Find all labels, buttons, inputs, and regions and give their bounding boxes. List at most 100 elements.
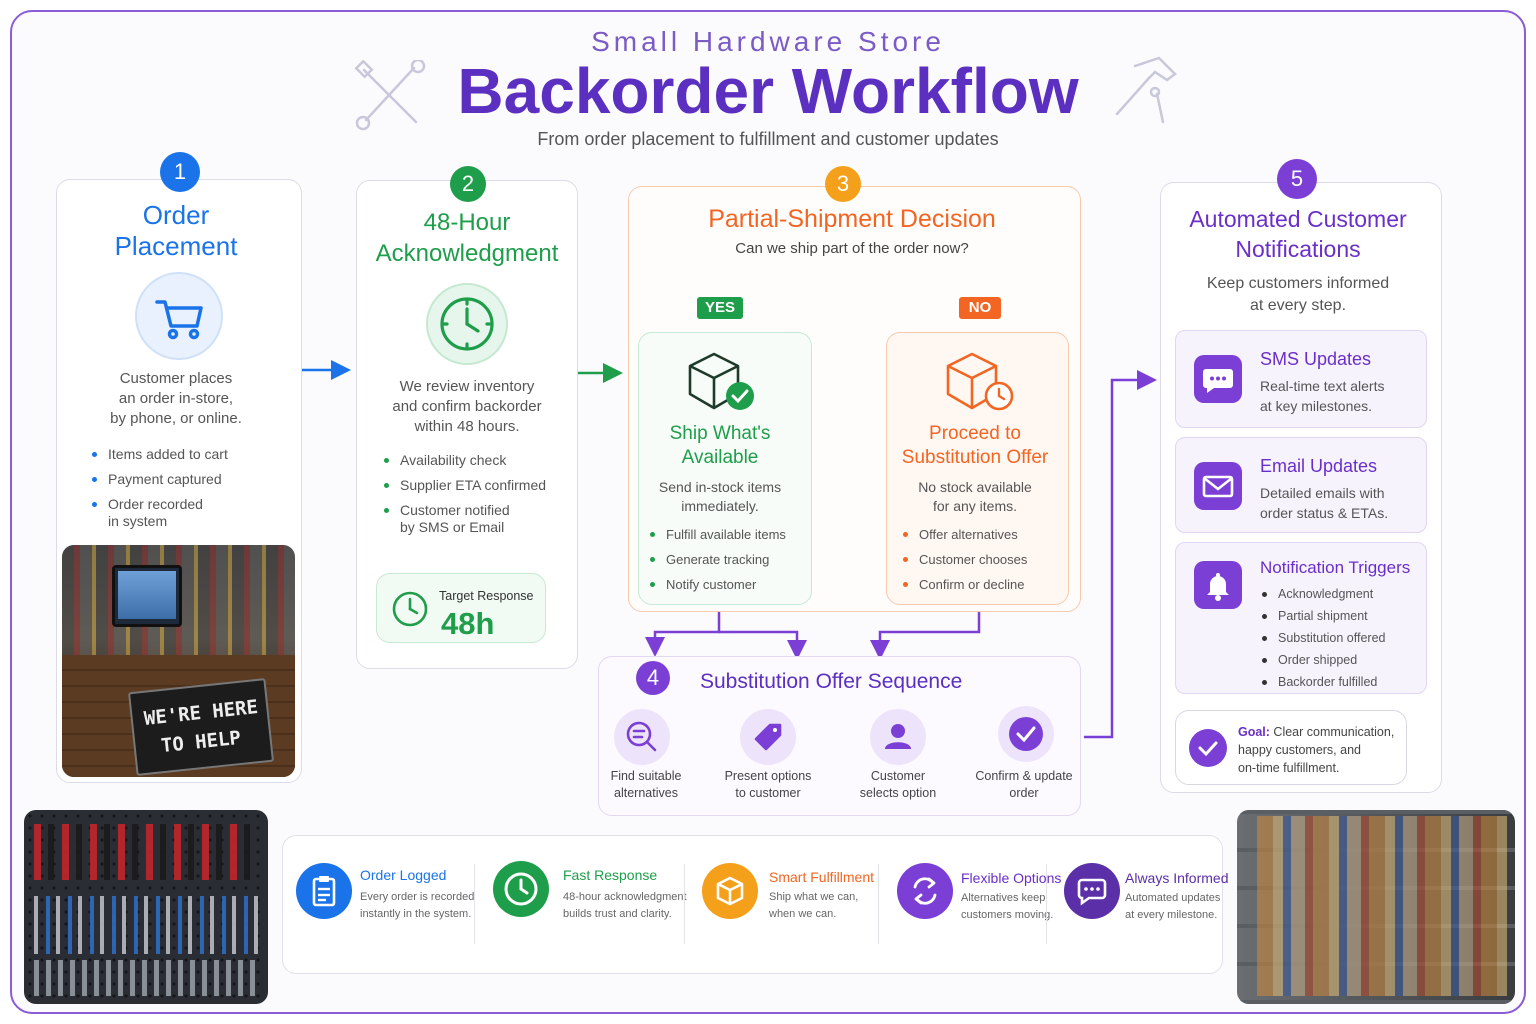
step2-desc-line2: and confirm backorder xyxy=(392,398,542,415)
box-clock-icon xyxy=(946,352,1014,411)
substitution-desc-line2: for any items. xyxy=(932,498,1018,514)
ship-available-title-line1: Ship What's xyxy=(669,423,771,444)
list-item: Backorder fulfilled xyxy=(1260,674,1420,691)
step2-desc-line3: within 48 hours. xyxy=(414,418,520,435)
substitution-bullets: Offer alternatives Customer chooses Conf… xyxy=(901,526,1063,601)
ship-available-desc-line1: Send in-stock items xyxy=(658,479,782,495)
shopping-cart-icon xyxy=(135,272,223,360)
step5-desc-line2: at every step. xyxy=(1249,297,1347,314)
check-circle-icon xyxy=(998,706,1054,762)
email-title: Email Updates xyxy=(1260,456,1378,476)
ship-available-bullets: Fulfill available items Generate trackin… xyxy=(648,526,810,601)
step2-number: 2 xyxy=(450,166,486,202)
clock-icon xyxy=(392,591,428,627)
yes-label: YES xyxy=(697,297,743,319)
step3-number: 3 xyxy=(825,166,861,202)
target-response-value: 48h xyxy=(441,606,495,641)
divider xyxy=(474,864,475,944)
chat-bubble-icon xyxy=(1194,355,1242,403)
list-item: Notify customer xyxy=(648,576,810,593)
step3-question: Can we ship part of the order now? xyxy=(735,240,969,257)
ship-available-title-line2: Available xyxy=(681,447,759,468)
substitution-offer-card xyxy=(886,332,1069,605)
tool-pegboard-photo xyxy=(24,810,268,1004)
list-item: Substitution offered xyxy=(1260,630,1420,647)
divider xyxy=(878,864,879,944)
feature-title-4: Flexible Options xyxy=(961,870,1062,886)
step4-number: 4 xyxy=(636,661,670,695)
envelope-icon xyxy=(1194,462,1242,510)
goal-text: Goal: Clear communication,happy customer… xyxy=(1238,725,1395,775)
step2-title-line2: Acknowledgment xyxy=(375,240,559,267)
clock-icon xyxy=(426,283,508,365)
list-item: Payment captured xyxy=(90,471,290,488)
sms-updates-card: SMS Updates Real-time text alerts at key… xyxy=(1175,330,1427,428)
step2-desc-line1: We review inventory xyxy=(399,378,535,395)
list-item: Confirm or decline xyxy=(901,576,1063,593)
wrench-screwdriver-icon xyxy=(354,60,426,131)
triggers-list: Acknowledgment Partial shipment Substitu… xyxy=(1260,586,1420,691)
ship-available-card xyxy=(638,332,812,605)
swap-arrows-icon xyxy=(897,863,953,919)
list-item: Acknowledgment xyxy=(1260,586,1420,603)
substitution-title-line1: Proceed to xyxy=(929,423,1021,444)
step1-title-line2: Placement xyxy=(114,231,238,261)
clock-icon xyxy=(493,861,549,917)
step5-number: 5 xyxy=(1277,159,1317,199)
email-desc-line2: order status & ETAs. xyxy=(1260,505,1389,521)
list-item: Offer alternatives xyxy=(901,526,1063,543)
list-item: Fulfill available items xyxy=(648,526,810,543)
check-circle-icon xyxy=(1189,729,1227,767)
step4-title: Substitution Offer Sequence xyxy=(700,670,963,693)
email-desc-line1: Detailed emails with xyxy=(1260,485,1385,501)
notification-triggers-card: Notification Triggers Acknowledgment Par… xyxy=(1175,542,1427,694)
bell-icon xyxy=(1194,561,1242,609)
step1-number: 1 xyxy=(160,152,200,192)
search-list-icon xyxy=(614,709,670,765)
store-counter-photo: WE'RE HERE TO HELP xyxy=(62,545,295,777)
user-icon xyxy=(870,709,926,765)
list-item: Partial shipment xyxy=(1260,608,1420,625)
step1-desc-line3: by phone, or online. xyxy=(110,410,242,427)
email-updates-card: Email Updates Detailed emails with order… xyxy=(1175,437,1427,533)
hammer-icon xyxy=(1115,56,1177,124)
header-overline: Small Hardware Store xyxy=(591,26,945,57)
step5-title-line1: Automated Customer xyxy=(1189,206,1407,232)
list-item: Availability check xyxy=(382,452,572,469)
substitution-title-line2: Substitution Offer xyxy=(901,447,1049,468)
list-item: Order shipped xyxy=(1260,652,1420,669)
step1-bullets: Items added to cart Payment captured xyxy=(90,446,290,488)
step2-title-line1: 48-Hour xyxy=(423,209,511,236)
no-label: NO xyxy=(959,297,1001,319)
sms-desc-line2: at key milestones. xyxy=(1260,398,1373,414)
step5-desc-line1: Keep customers informed xyxy=(1206,275,1390,292)
box-check-icon xyxy=(688,352,754,410)
list-item: Customer chooses xyxy=(901,551,1063,568)
warehouse-shelves-photo xyxy=(1237,810,1515,1004)
substitution-desc-line1: No stock available xyxy=(918,479,1032,495)
feature-title-3: Smart Fulfillment xyxy=(769,869,875,885)
step1-desc-line1: Customer places xyxy=(119,370,233,387)
sms-title: SMS Updates xyxy=(1260,349,1372,369)
feature-title-5: Always Informed xyxy=(1125,870,1229,886)
page-title: Backorder Workflow xyxy=(457,55,1079,127)
triggers-title: Notification Triggers xyxy=(1260,558,1411,577)
list-item: Supplier ETA confirmed xyxy=(382,477,572,494)
clipboard-icon xyxy=(296,863,352,919)
target-response-label: Target Response xyxy=(439,589,534,603)
feature-desc-3: Ship what we can,when we can. xyxy=(769,891,859,920)
step1-desc-line2: an order in-store, xyxy=(118,390,234,407)
step1-title-line1: Order xyxy=(142,200,210,230)
chat-bubble-icon xyxy=(1064,863,1120,919)
feature-title-1: Order Logged xyxy=(360,867,447,883)
